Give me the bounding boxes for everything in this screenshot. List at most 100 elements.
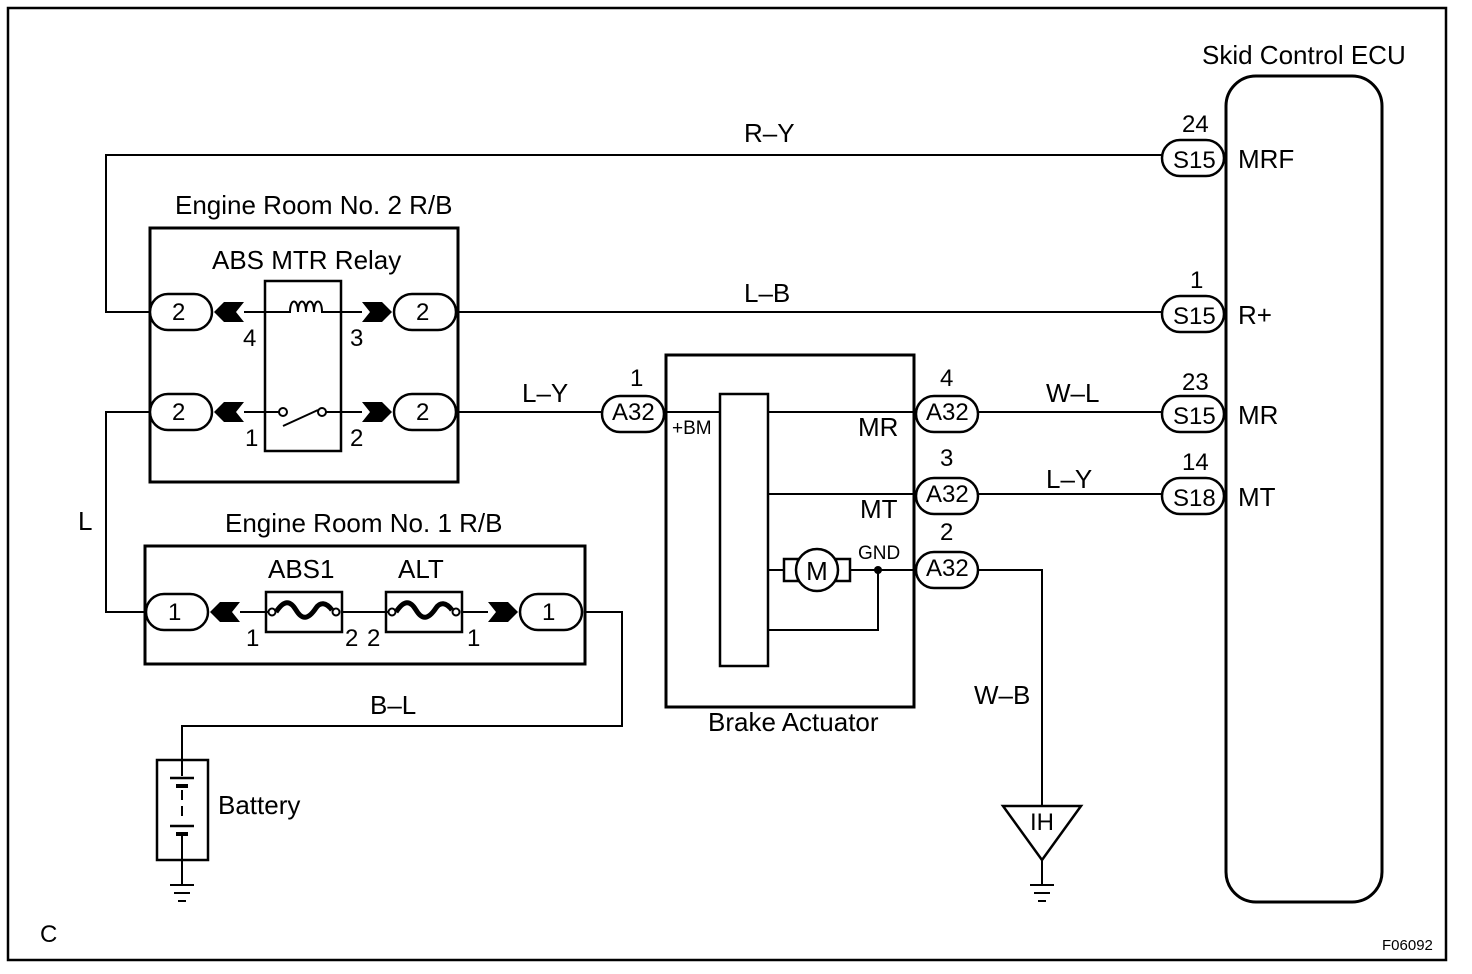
actuator-pin-mt: MT bbox=[860, 494, 898, 524]
wire-label-lb: L–B bbox=[744, 278, 790, 308]
wire-wb bbox=[977, 569, 1043, 808]
act-conn-gnd: A32 bbox=[926, 555, 969, 582]
relay-contact-left bbox=[278, 407, 288, 417]
rb1-pin-b: 2 bbox=[345, 625, 358, 652]
rb1-title: Engine Room No. 1 R/B bbox=[225, 508, 502, 538]
rb2-box bbox=[148, 226, 460, 484]
relay-contact-right bbox=[317, 407, 327, 417]
rb2-pin-2: 2 bbox=[350, 425, 363, 452]
wire-label-wb: W–B bbox=[974, 680, 1030, 710]
corner-letter: C bbox=[40, 921, 57, 948]
actuator-module bbox=[718, 392, 770, 668]
rb2-pin-3: 3 bbox=[350, 325, 363, 352]
wire-label-wl: W–L bbox=[1046, 378, 1099, 408]
relay-switch-arm bbox=[282, 409, 319, 427]
rb1-conn-right: 1 bbox=[542, 599, 555, 626]
rb2-conn-tr: 2 bbox=[416, 299, 429, 326]
act-connector-mt bbox=[914, 476, 980, 516]
diagram-frame bbox=[6, 6, 1448, 962]
skid-control-ecu: Skid Control ECU S15 24 MRF S15 1 R+ S15… bbox=[1160, 40, 1406, 904]
rb2-pin-1: 1 bbox=[245, 425, 258, 452]
ground-point-icon bbox=[1000, 804, 1084, 863]
ecu-conn-mr: S15 bbox=[1173, 403, 1216, 430]
battery: Battery bbox=[155, 758, 300, 902]
rb1-pin-a: 1 bbox=[246, 625, 259, 652]
fuse-alt-icon bbox=[393, 600, 454, 620]
act-pin-num-mr: 4 bbox=[940, 365, 953, 392]
ecu-conn-mt: S18 bbox=[1173, 485, 1216, 512]
rb1-connector-right bbox=[518, 592, 584, 632]
motor-icon bbox=[794, 547, 840, 593]
actuator-gnd-return bbox=[768, 570, 879, 631]
fuse-abs1-contact-right bbox=[331, 607, 341, 617]
actuator-pin-bm: +BM bbox=[672, 418, 712, 439]
rb1-conn-left: 1 bbox=[168, 599, 181, 626]
rb1-pin-d: 1 bbox=[467, 625, 480, 652]
act-conn-bm: A32 bbox=[612, 399, 655, 426]
ecu-connector-rplus bbox=[1160, 294, 1226, 334]
wire-ry bbox=[105, 154, 1162, 313]
act-conn-mt: A32 bbox=[926, 481, 969, 508]
ecu-title: Skid Control ECU bbox=[1202, 40, 1406, 70]
ground-ih: IH bbox=[1000, 804, 1084, 902]
actuator-box bbox=[664, 353, 916, 709]
rb1-terminal-left bbox=[210, 602, 240, 622]
ecu-pin-num-mt: 14 bbox=[1182, 449, 1209, 476]
wire-label-ly-2: L–Y bbox=[1046, 464, 1092, 494]
ecu-body bbox=[1224, 74, 1384, 904]
fuse-abs1-label: ABS1 bbox=[268, 554, 335, 584]
rb2-conn-bl: 2 bbox=[172, 399, 185, 426]
actuator-pin-mr: MR bbox=[858, 412, 898, 442]
rb2-title: Engine Room No. 2 R/B bbox=[175, 190, 452, 220]
relay-coil bbox=[244, 300, 362, 313]
ecu-pin-name-mt: MT bbox=[1238, 482, 1276, 512]
ecu-pin-name-mrf: MRF bbox=[1238, 144, 1294, 174]
act-connector-bm bbox=[600, 394, 666, 434]
wire-label-bl: B–L bbox=[370, 690, 416, 720]
engine-room-no2-rb: Engine Room No. 2 R/B ABS MTR Relay 2 2 … bbox=[148, 190, 460, 484]
figure-code: F06092 bbox=[1382, 937, 1433, 954]
wire-label-ly-1: L–Y bbox=[522, 378, 568, 408]
rb2-connector-br bbox=[392, 392, 458, 432]
rb2-connector-bl bbox=[148, 392, 214, 432]
actuator-title: Brake Actuator bbox=[708, 707, 879, 737]
battery-label: Battery bbox=[218, 790, 300, 820]
rb2-terminal-br bbox=[362, 402, 392, 422]
fuse-abs1-icon bbox=[273, 600, 334, 620]
rb1-box bbox=[143, 544, 587, 666]
relay-label: ABS MTR Relay bbox=[212, 245, 401, 275]
act-connector-mr bbox=[914, 394, 980, 434]
rb2-terminal-bl bbox=[214, 402, 244, 422]
ecu-pin-name-mr: MR bbox=[1238, 400, 1278, 430]
fuse-alt-label: ALT bbox=[398, 554, 444, 584]
fuse-alt-contact-left bbox=[387, 607, 397, 617]
act-conn-mr: A32 bbox=[926, 399, 969, 426]
rb2-conn-br: 2 bbox=[416, 399, 429, 426]
ecu-connector-mrf bbox=[1160, 138, 1226, 178]
rb2-conn-tl: 2 bbox=[172, 299, 185, 326]
rb2-terminal-tl bbox=[214, 302, 244, 322]
battery-ground-icon bbox=[170, 884, 194, 902]
brake-actuator: Brake Actuator +BM MR MT M GND A32 1 A32… bbox=[600, 353, 980, 737]
abs-mtr-relay bbox=[263, 279, 343, 453]
rb2-connector-tr bbox=[392, 292, 458, 332]
engine-room-no1-rb: Engine Room No. 1 R/B 1 ABS1 ALT 1 1 2 2… bbox=[143, 508, 587, 666]
wire-l bbox=[105, 411, 150, 613]
actuator-pin-gnd: GND bbox=[858, 543, 900, 564]
rb1-connector-left bbox=[144, 592, 210, 632]
fuse-abs1-contact-left bbox=[267, 607, 277, 617]
rb2-pin-4: 4 bbox=[243, 325, 256, 352]
rb2-terminal-tr bbox=[362, 302, 392, 322]
wire-labels: R–Y L–B L–Y W–L L–Y L B–L W–B bbox=[78, 118, 1099, 720]
ecu-pin-num-mrf: 24 bbox=[1182, 111, 1209, 138]
ecu-connector-mr bbox=[1160, 394, 1226, 434]
act-connector-gnd bbox=[914, 550, 980, 590]
ecu-pin-name-rplus: R+ bbox=[1238, 300, 1272, 330]
ecu-pin-num-rplus: 1 bbox=[1190, 267, 1203, 294]
fuse-alt-contact-right bbox=[451, 607, 461, 617]
ecu-connector-mt bbox=[1160, 476, 1226, 516]
ecu-pin-num-mr: 23 bbox=[1182, 369, 1209, 396]
wire-label-l: L bbox=[78, 506, 92, 536]
ground-label: IH bbox=[1030, 809, 1054, 836]
